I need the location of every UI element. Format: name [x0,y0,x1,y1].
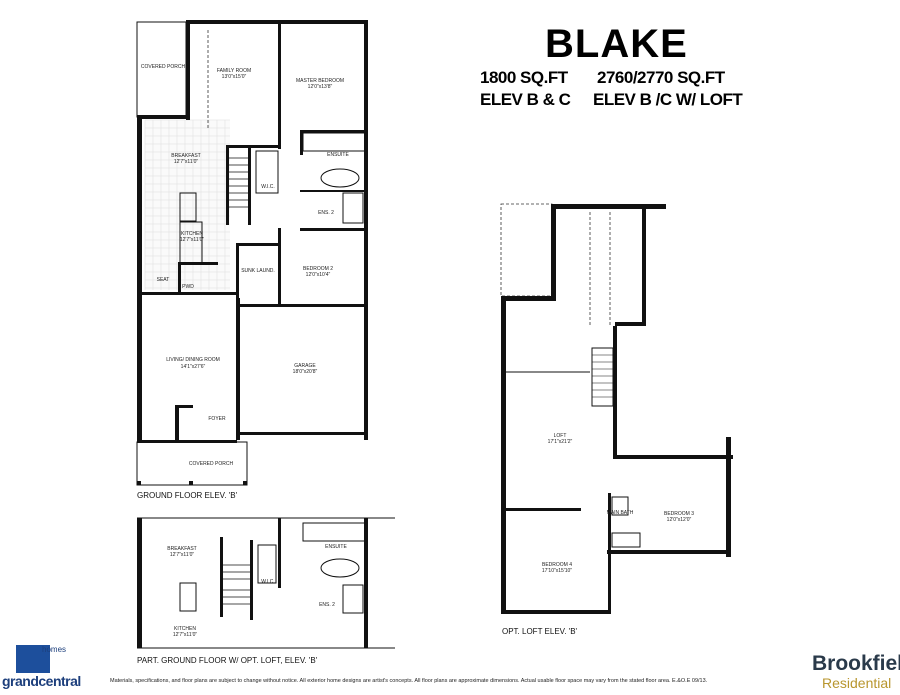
loft-floor-plan [500,203,733,614]
room-dim: 12'7"x11'0" [174,159,198,165]
room-label: ENSUITE [327,152,349,158]
building-icon [16,645,50,673]
room-label: ENS. 2 [319,602,335,608]
room-label: FAMILY ROOM [217,68,251,74]
room-dim: 12'7"x11'0" [180,237,204,243]
room-label: BREAKFAST [171,153,200,159]
room-label: KITCHEN [181,231,203,237]
room-label: ENSUITE [325,544,347,550]
room-label: W.I.C. [261,579,275,585]
room-dim: 12'7"x11'0" [170,552,194,558]
room-label: GARAGE [294,363,316,369]
room-label: MASTER BEDROOM [296,78,344,84]
elev-base: ELEV B & C [480,90,571,109]
room-dim: 17'1"x21'2" [548,439,573,445]
room-label: BEDROOM 3 [664,511,694,517]
tile-grid [144,119,230,290]
room-label: COVERED PORCH [141,64,186,70]
partner-logo-text: grandcentral [2,673,81,689]
room-label: BREAKFAST [167,546,196,552]
room-label: FOYER [208,416,226,422]
partial-floor-caption: PART. GROUND FLOOR W/ OPT. LOFT, ELEV. '… [137,656,318,665]
grandcentral-logo: homes grandcentral [2,645,82,693]
room-label: KITCHEN [174,626,196,632]
room-dim: 17'10"x15'10" [542,568,572,574]
room-label: COVERED PORCH [189,461,234,467]
ground-floor-caption: GROUND FLOOR ELEV. 'B' [137,491,238,500]
room-label: LIVING/ DINING ROOM [166,357,220,363]
sqft-loft: 2760/2770 SQ.FT [597,68,725,87]
room-dim: 13'0"x15'0" [222,74,247,80]
elev-loft: ELEV B /C W/ LOFT [593,90,743,109]
room-dim: 12'0"x10'4" [306,272,331,278]
room-label: ENS. 2 [318,210,334,216]
room-label: MAIN BATH [607,510,634,516]
room-label: PWD [182,284,194,290]
room-label: W.I.C. [261,184,275,190]
room-label: SEAT [157,277,170,283]
room-label: BEDROOM 2 [303,266,333,272]
partial-floor-plan [137,517,395,649]
brand-name: Brookfield [812,652,900,675]
disclaimer: Materials, specifications, and floor pla… [110,678,708,684]
room-dim: 18'0"x20'8" [293,369,318,375]
partner-logo-sub: homes [42,645,67,654]
room-dim: 12'0"x12'0" [667,517,692,523]
loft-caption: OPT. LOFT ELEV. 'B' [502,627,578,636]
sqft-base: 1800 SQ.FT [480,68,568,87]
room-dim: 14'1"x27'6" [181,364,206,370]
room-dim: 12'7"x11'0" [173,632,197,638]
room-label: BEDROOM 4 [542,562,572,568]
room-dim: 12'0"x13'8" [308,84,333,90]
room-label: SUNK LAUND. [241,268,275,274]
plan-title: BLAKE [545,22,688,66]
ground-floor-plan [136,20,368,486]
room-label: LOFT [554,433,567,439]
brand-sub: Residential [822,675,892,691]
